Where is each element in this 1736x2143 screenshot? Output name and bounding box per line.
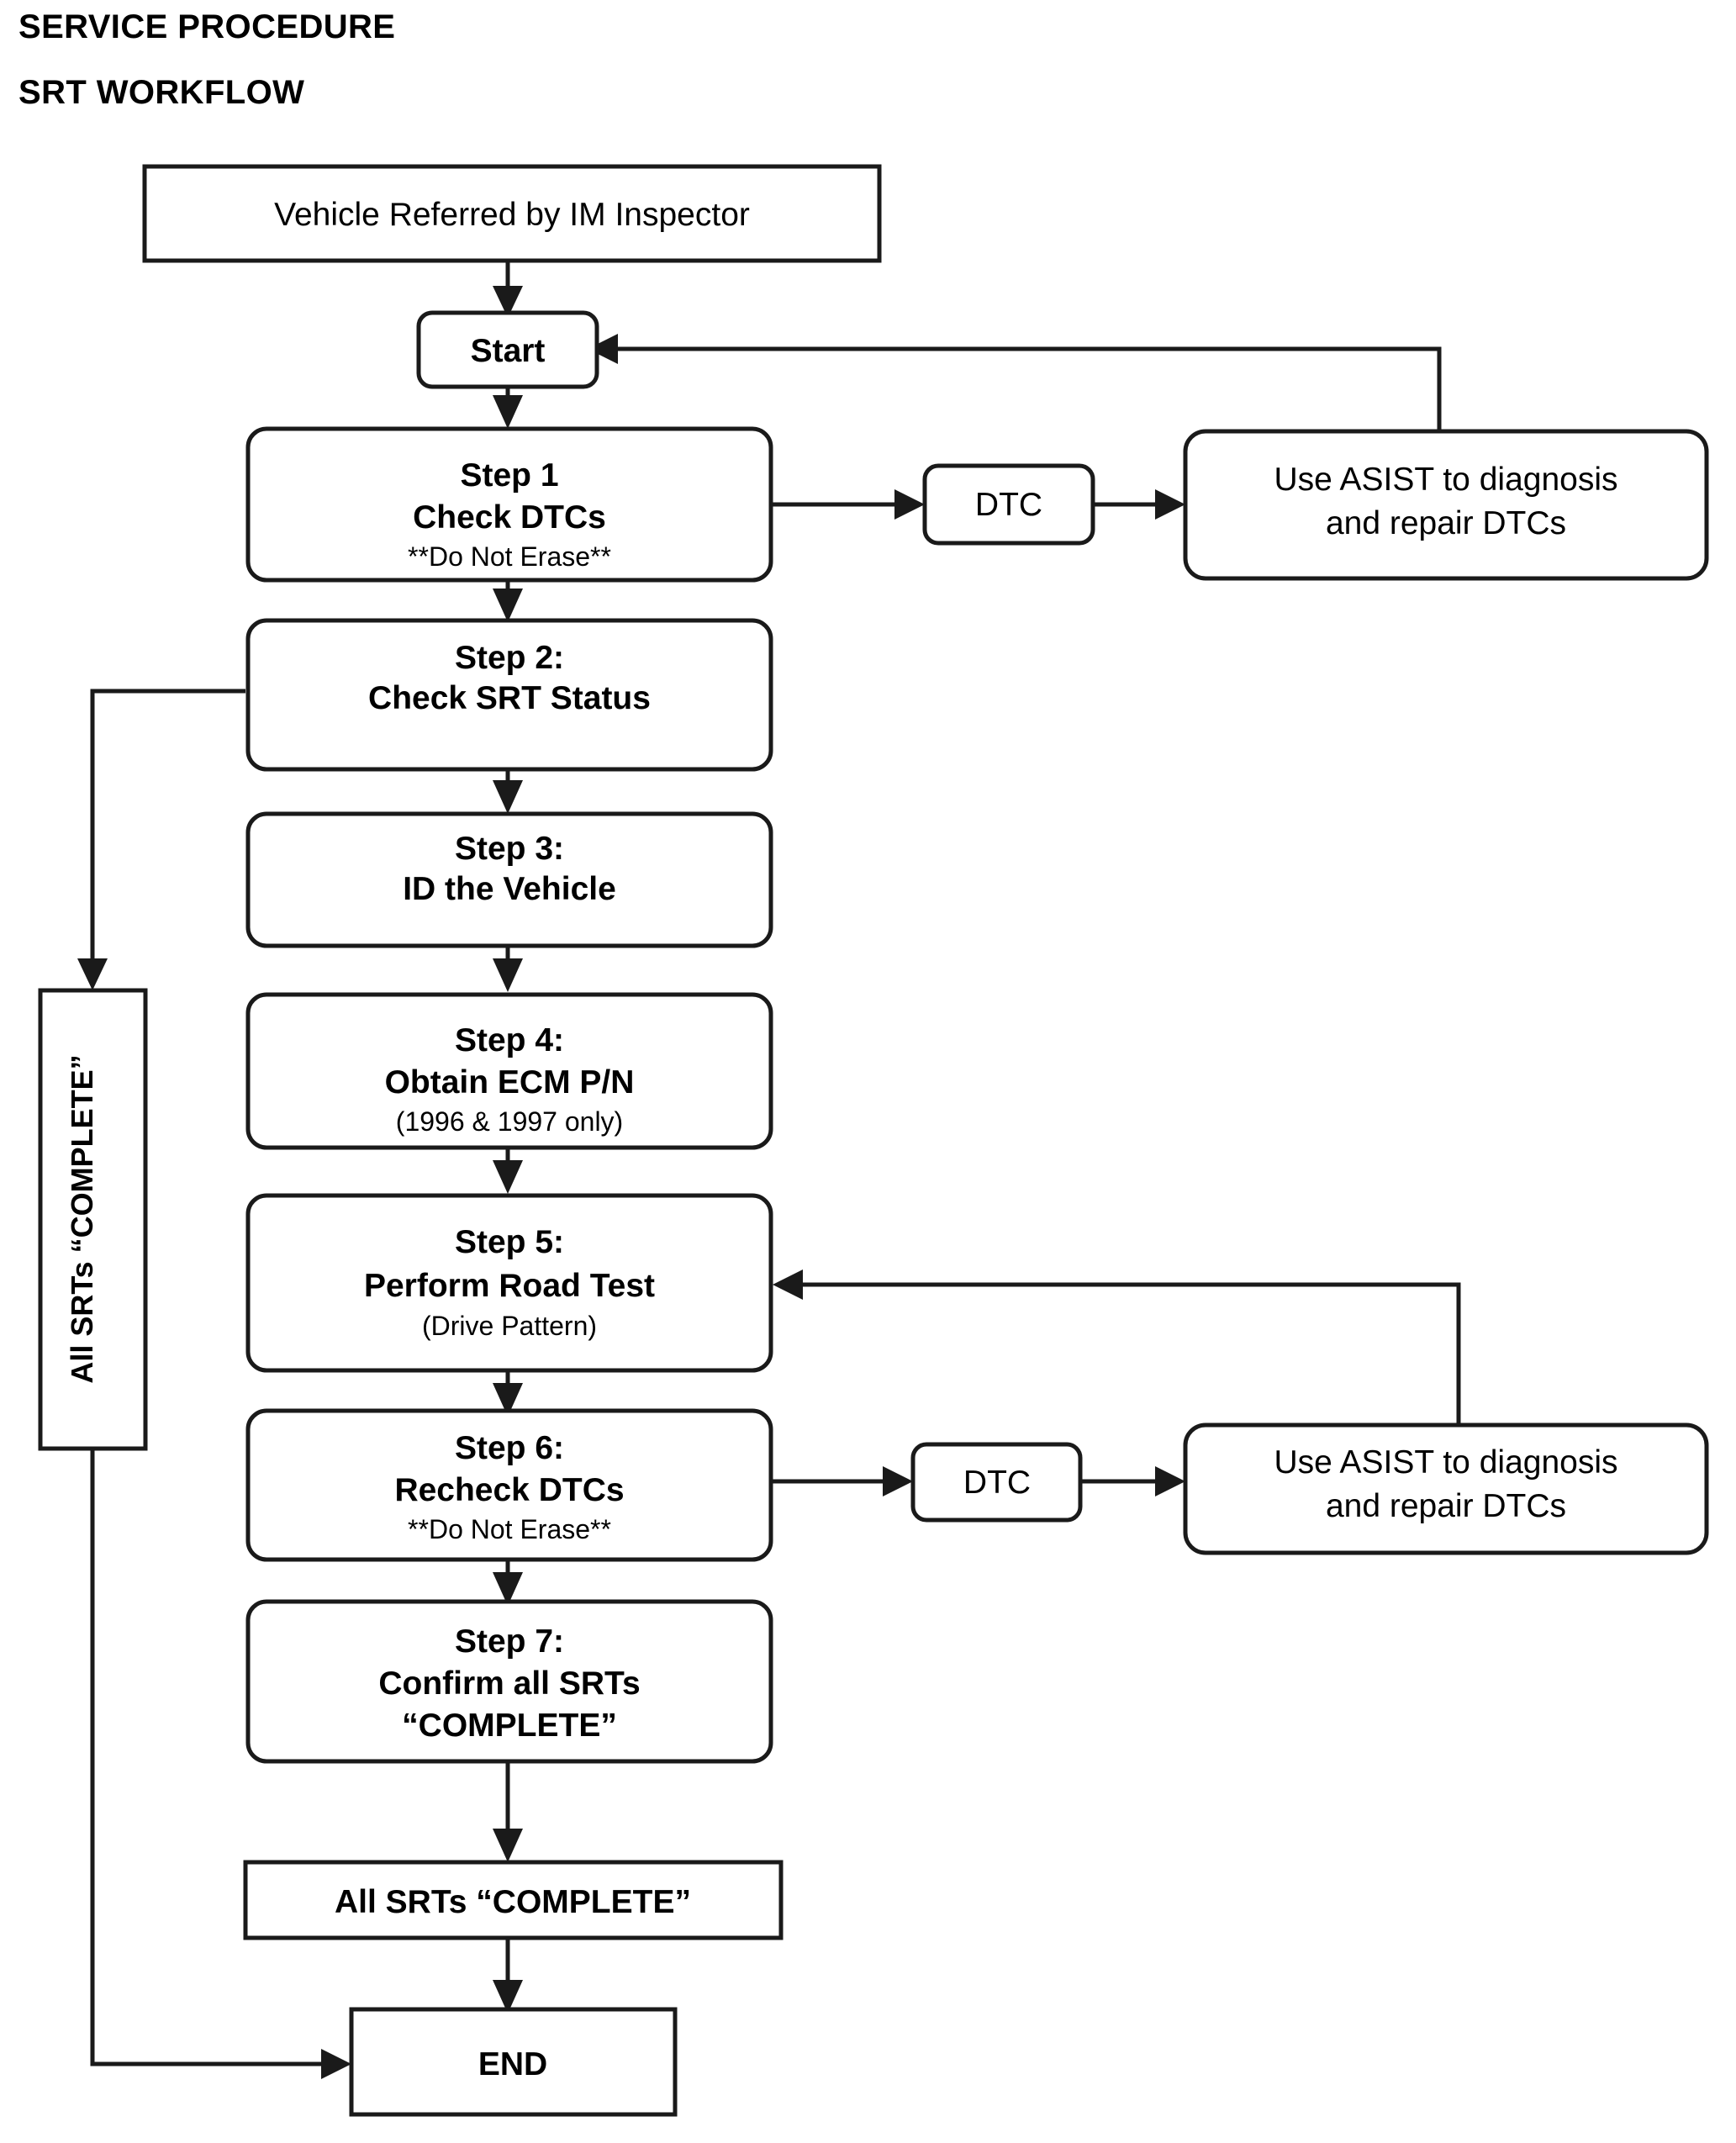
edge-step7-to-all-srts-complete [493,1761,523,1862]
node-step6[interactable]: Step 6: Recheck DTCs **Do Not Erase** [245,1408,773,1562]
node-vehicle-referred-label: Vehicle Referred by IM Inspector [274,197,750,233]
edge-step1-to-dtc1 [771,489,925,520]
node-dtc1[interactable]: DTC [922,463,1095,546]
edge-step6-to-step7 [493,1560,523,1606]
node-step7[interactable]: Step 7: Confirm all SRTs “COMPLETE” [245,1599,773,1764]
node-asist2-line1: Use ASIST to diagnosis [1274,1444,1617,1481]
edge-step5-to-step6 [493,1370,523,1417]
node-step7-line1: Step 7: [455,1623,564,1660]
edge-step2-to-all-srts-vertical [77,689,245,990]
node-step7-line2: Confirm all SRTs [378,1665,640,1702]
node-step1-line1: Step 1 [460,457,558,494]
node-start-label: Start [471,333,546,369]
page-title-service-procedure: SERVICE PROCEDURE [18,8,396,45]
node-step5[interactable]: Step 5: Perform Road Test (Drive Pattern… [245,1193,773,1373]
node-step6-line1: Step 6: [455,1430,564,1466]
node-step4[interactable]: Step 4: Obtain ECM P/N (1996 & 1997 only… [245,992,773,1150]
node-step3-line1: Step 3: [455,831,564,867]
node-asist1-line1: Use ASIST to diagnosis [1274,462,1617,498]
edge-start-to-step1 [493,387,523,429]
node-dtc2-label: DTC [963,1465,1031,1501]
edge-step2-to-step3 [493,769,523,814]
node-step3[interactable]: Step 3: ID the Vehicle [245,811,773,948]
edge-all-srts-complete-to-end [493,1938,523,2014]
edge-referral-to-start [493,261,523,318]
edge-dtc2-to-asist2 [1080,1466,1185,1496]
node-dtc2[interactable]: DTC [910,1442,1083,1523]
node-all-srts-complete-vertical[interactable]: All SRTs “COMPLETE” [38,988,148,1451]
node-step6-line2: Recheck DTCs [394,1472,624,1508]
node-dtc1-label: DTC [975,487,1042,523]
node-step5-line2: Perform Road Test [364,1268,655,1304]
node-step2-line2: Check SRT Status [368,680,651,716]
edge-step1-to-step2 [493,580,523,622]
node-step2[interactable]: Step 2: Check SRT Status [245,618,773,772]
node-step1[interactable]: Step 1 Check DTCs **Do Not Erase** [245,426,773,583]
page-subtitle-srt-workflow: SRT WORKFLOW [18,74,305,111]
node-step4-line3: (1996 & 1997 only) [396,1106,623,1137]
node-asist1-line2: and repair DTCs [1326,505,1566,541]
node-start[interactable]: Start [416,310,599,389]
edge-asist2-feedback-to-step5 [773,1269,1461,1425]
edge-asist1-feedback-to-start [588,334,1442,431]
edge-step6-to-dtc2 [771,1466,913,1496]
edge-all-srts-vertical-to-end [90,1449,351,2079]
edge-step4-to-step5 [493,1148,523,1194]
node-vehicle-referred[interactable]: Vehicle Referred by IM Inspector [142,164,882,263]
node-step5-line1: Step 5: [455,1224,564,1260]
node-step3-line2: ID the Vehicle [403,871,616,907]
node-step2-line1: Step 2: [455,640,564,676]
node-step4-line1: Step 4: [455,1022,564,1058]
node-step1-line2: Check DTCs [413,499,606,536]
node-step7-line3: “COMPLETE” [402,1708,617,1744]
node-all-srts-complete-vertical-label: All SRTs “COMPLETE” [65,1054,99,1383]
node-step5-line3: (Drive Pattern) [422,1311,597,1341]
node-step1-line3: **Do Not Erase** [408,541,611,572]
node-all-srts-complete-label: All SRTs “COMPLETE” [335,1884,691,1920]
node-end[interactable]: END [349,2007,678,2117]
node-all-srts-complete[interactable]: All SRTs “COMPLETE” [243,1860,784,1940]
node-step4-line2: Obtain ECM P/N [385,1064,635,1101]
node-asist2-line2: and repair DTCs [1326,1488,1566,1524]
node-asist2[interactable]: Use ASIST to diagnosis and repair DTCs [1183,1423,1709,1555]
node-step6-line3: **Do Not Erase** [408,1514,611,1544]
edge-step3-to-step4 [493,946,523,992]
node-asist1[interactable]: Use ASIST to diagnosis and repair DTCs [1183,429,1709,581]
node-end-label: END [478,2046,547,2082]
edge-dtc1-to-asist1 [1093,489,1185,520]
